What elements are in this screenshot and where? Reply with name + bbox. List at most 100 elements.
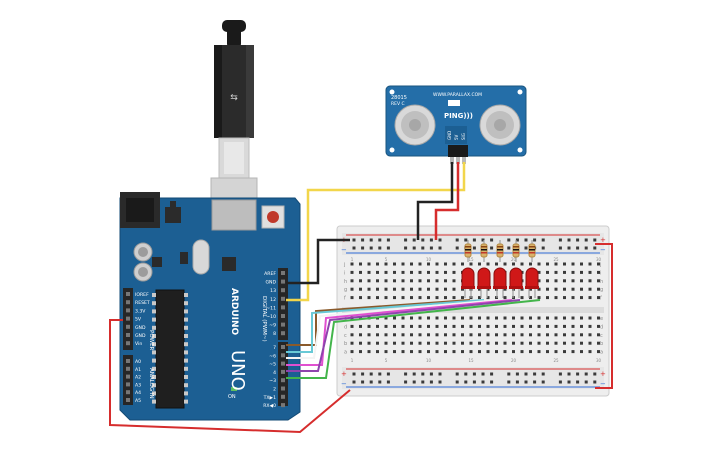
breadboard-hole[interactable] xyxy=(554,279,558,283)
breadboard-hole[interactable] xyxy=(537,333,541,337)
header-hole[interactable] xyxy=(126,300,130,305)
breadboard-hole[interactable] xyxy=(554,350,558,354)
breadboard-hole[interactable] xyxy=(452,296,456,300)
breadboard-hole[interactable] xyxy=(520,287,524,291)
breadboard-hole[interactable] xyxy=(401,316,405,320)
header-hole[interactable] xyxy=(126,359,130,363)
breadboard-hole[interactable] xyxy=(435,287,439,291)
breadboard-hole[interactable] xyxy=(469,350,473,354)
breadboard-hole[interactable] xyxy=(571,341,575,345)
breadboard-hole[interactable] xyxy=(435,324,439,328)
breadboard-hole[interactable] xyxy=(580,287,583,291)
header-hole[interactable] xyxy=(281,378,285,383)
breadboard-hole[interactable] xyxy=(461,262,464,266)
breadboard-hole[interactable] xyxy=(597,350,600,354)
header-hole[interactable] xyxy=(126,308,130,313)
breadboard-hole[interactable] xyxy=(444,287,447,291)
breadboard-hole[interactable] xyxy=(367,333,371,337)
rail-hole[interactable] xyxy=(361,238,365,242)
rail-hole[interactable] xyxy=(361,372,365,376)
rail-hole[interactable] xyxy=(593,380,597,384)
breadboard-hole[interactable] xyxy=(520,341,524,345)
breadboard-hole[interactable] xyxy=(554,316,558,320)
breadboard-hole[interactable] xyxy=(427,262,430,266)
header-hole[interactable] xyxy=(281,314,285,318)
breadboard-hole[interactable] xyxy=(393,296,396,300)
breadboard-hole[interactable] xyxy=(359,324,362,328)
breadboard-hole[interactable] xyxy=(486,296,490,300)
breadboard-hole[interactable] xyxy=(529,333,532,337)
rail-hole[interactable] xyxy=(481,238,485,242)
breadboard-hole[interactable] xyxy=(410,270,413,274)
rail-hole[interactable] xyxy=(369,246,373,250)
breadboard-hole[interactable] xyxy=(503,287,507,291)
rail-hole[interactable] xyxy=(541,238,545,242)
breadboard-hole[interactable] xyxy=(444,316,447,320)
breadboard-hole[interactable] xyxy=(478,287,481,291)
breadboard-hole[interactable] xyxy=(350,270,354,274)
breadboard-hole[interactable] xyxy=(427,279,430,283)
rail-hole[interactable] xyxy=(464,238,468,242)
rail-hole[interactable] xyxy=(507,246,511,250)
header-hole[interactable] xyxy=(126,316,130,321)
breadboard-hole[interactable] xyxy=(529,324,532,328)
header-hole[interactable] xyxy=(281,345,285,349)
breadboard-hole[interactable] xyxy=(427,316,430,320)
breadboard-hole[interactable] xyxy=(571,279,575,283)
breadboard-hole[interactable] xyxy=(588,333,592,337)
breadboard-hole[interactable] xyxy=(529,350,532,354)
breadboard-hole[interactable] xyxy=(563,350,566,354)
breadboard-hole[interactable] xyxy=(529,341,532,345)
breadboard-hole[interactable] xyxy=(537,287,541,291)
breadboard-hole[interactable] xyxy=(546,350,549,354)
breadboard-hole[interactable] xyxy=(520,324,524,328)
breadboard-hole[interactable] xyxy=(529,262,532,266)
breadboard-hole[interactable] xyxy=(486,333,490,337)
rail-hole[interactable] xyxy=(481,372,485,376)
breadboard-hole[interactable] xyxy=(520,316,524,320)
rail-hole[interactable] xyxy=(464,380,468,384)
breadboard-hole[interactable] xyxy=(580,324,583,328)
breadboard-hole[interactable] xyxy=(384,324,388,328)
breadboard-hole[interactable] xyxy=(588,296,592,300)
breadboard-hole[interactable] xyxy=(537,296,541,300)
breadboard-hole[interactable] xyxy=(435,262,439,266)
breadboard-hole[interactable] xyxy=(384,296,388,300)
breadboard-hole[interactable] xyxy=(393,341,396,345)
header-hole[interactable] xyxy=(126,324,130,329)
breadboard-hole[interactable] xyxy=(376,279,379,283)
breadboard-hole[interactable] xyxy=(486,262,490,266)
breadboard-hole[interactable] xyxy=(418,287,422,291)
breadboard-hole[interactable] xyxy=(452,270,456,274)
rail-hole[interactable] xyxy=(361,246,365,250)
rail-hole[interactable] xyxy=(412,372,416,376)
breadboard-hole[interactable] xyxy=(435,279,439,283)
breadboard-hole[interactable] xyxy=(452,279,456,283)
breadboard-hole[interactable] xyxy=(597,270,600,274)
breadboard-hole[interactable] xyxy=(410,262,413,266)
rail-hole[interactable] xyxy=(490,246,494,250)
breadboard-hole[interactable] xyxy=(571,316,575,320)
breadboard-hole[interactable] xyxy=(597,287,600,291)
rail-hole[interactable] xyxy=(464,372,468,376)
breadboard-hole[interactable] xyxy=(359,333,362,337)
breadboard-hole[interactable] xyxy=(376,350,379,354)
rail-hole[interactable] xyxy=(438,380,442,384)
breadboard-hole[interactable] xyxy=(597,296,600,300)
breadboard-hole[interactable] xyxy=(580,333,583,337)
breadboard-hole[interactable] xyxy=(503,316,507,320)
rail-hole[interactable] xyxy=(507,372,511,376)
rail-hole[interactable] xyxy=(558,246,562,250)
rail-hole[interactable] xyxy=(352,380,356,384)
breadboard-hole[interactable] xyxy=(486,350,490,354)
breadboard-hole[interactable] xyxy=(478,296,481,300)
breadboard-hole[interactable] xyxy=(478,262,481,266)
breadboard-hole[interactable] xyxy=(495,316,498,320)
breadboard-hole[interactable] xyxy=(410,279,413,283)
header-hole[interactable] xyxy=(126,382,130,387)
breadboard-hole[interactable] xyxy=(401,262,405,266)
header-hole[interactable] xyxy=(281,271,285,275)
breadboard-hole[interactable] xyxy=(588,287,592,291)
breadboard-hole[interactable] xyxy=(461,350,464,354)
header-hole[interactable] xyxy=(281,369,285,374)
